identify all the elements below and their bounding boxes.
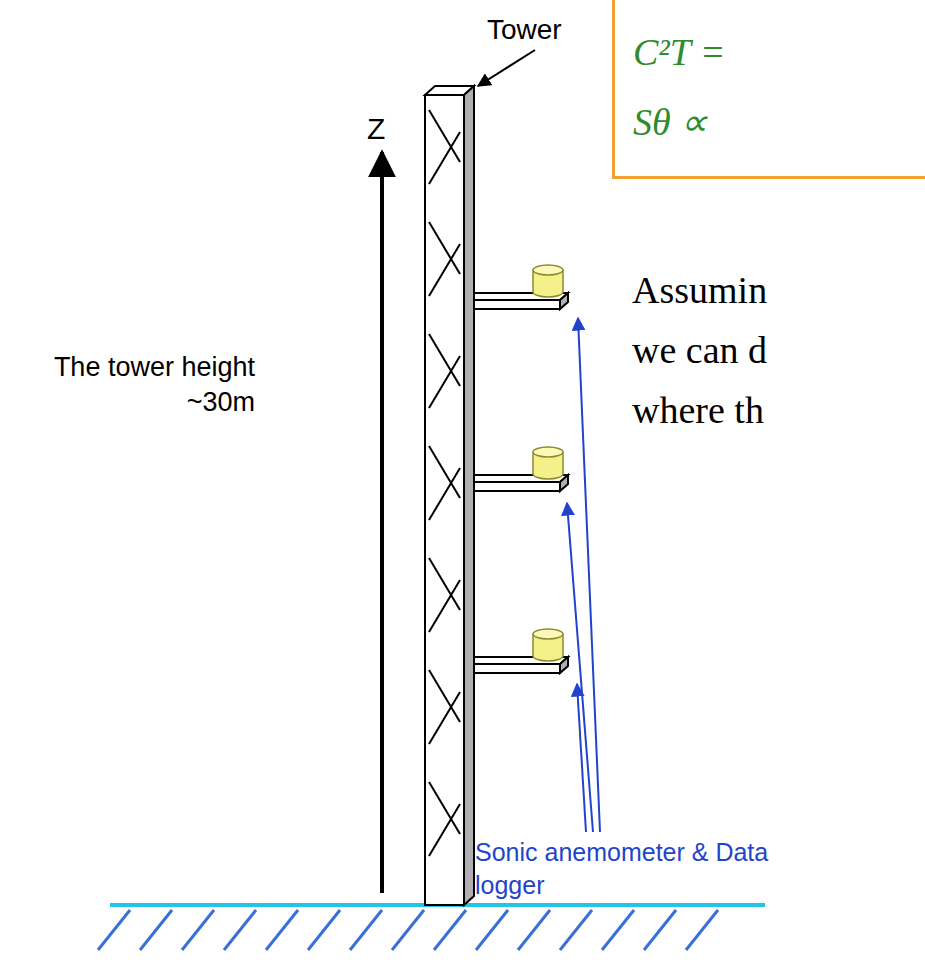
hatch-stroke (140, 910, 172, 950)
brace-stroke (429, 782, 460, 834)
brace-stroke (429, 670, 460, 722)
hatch-stroke (392, 910, 424, 950)
sensor-label: Sonic anemometer & Data logger (475, 836, 775, 901)
hatch-stroke (560, 910, 592, 950)
hatch-stroke (686, 910, 718, 950)
arm-front (474, 482, 560, 491)
brace-stroke (429, 558, 460, 610)
brace-stroke (429, 468, 460, 520)
tower-label: Tower (487, 14, 562, 46)
hatch-stroke (602, 910, 634, 950)
z-axis-arrow (380, 152, 384, 893)
formula-text: C²T = (633, 30, 921, 74)
hatch-stroke (308, 910, 340, 950)
sonic-anemometer-top (533, 629, 563, 639)
brace-stroke (429, 446, 460, 498)
hatch-stroke (266, 910, 298, 950)
hatch-stroke (476, 910, 508, 950)
hatch-stroke (644, 910, 676, 950)
hatch-stroke (224, 910, 256, 950)
brace-stroke (429, 692, 460, 744)
brace-stroke (429, 804, 460, 856)
body-text: Assumin (632, 268, 767, 312)
tower-side (464, 86, 474, 905)
axis-label: Z (367, 112, 385, 146)
hatch-stroke (518, 910, 550, 950)
brace-stroke (429, 110, 460, 162)
brace-stroke (429, 334, 460, 386)
hatch-stroke (350, 910, 382, 950)
sonic-anemometer-top (533, 265, 563, 275)
body-text: where th (632, 388, 764, 432)
height-label: The tower height ~30m (10, 350, 255, 420)
leader-line (578, 318, 600, 832)
sonic-anemometer-top (533, 447, 563, 457)
arm-front (474, 300, 560, 309)
brace-stroke (429, 356, 460, 408)
hatch-stroke (434, 910, 466, 950)
arm-end (560, 475, 568, 491)
brace-stroke (429, 580, 460, 632)
leader-line (577, 684, 586, 832)
arm-front (474, 664, 560, 673)
sensor-arms (474, 265, 568, 673)
leader-line (567, 503, 593, 832)
tower-front (425, 95, 464, 905)
tower-leader (478, 50, 535, 86)
arm-end (560, 657, 568, 673)
hatch-stroke (98, 910, 130, 950)
arm-end (560, 293, 568, 309)
brace-stroke (429, 222, 460, 274)
formula-box: C²T = Sθ ∝ (612, 0, 925, 179)
brace-stroke (429, 132, 460, 184)
hatch-stroke (182, 910, 214, 950)
ground-hatch (98, 910, 718, 950)
brace-stroke (429, 244, 460, 296)
formula-text: Sθ ∝ (633, 100, 921, 144)
body-text: we can d (632, 328, 767, 372)
tower-bracing (429, 110, 460, 856)
